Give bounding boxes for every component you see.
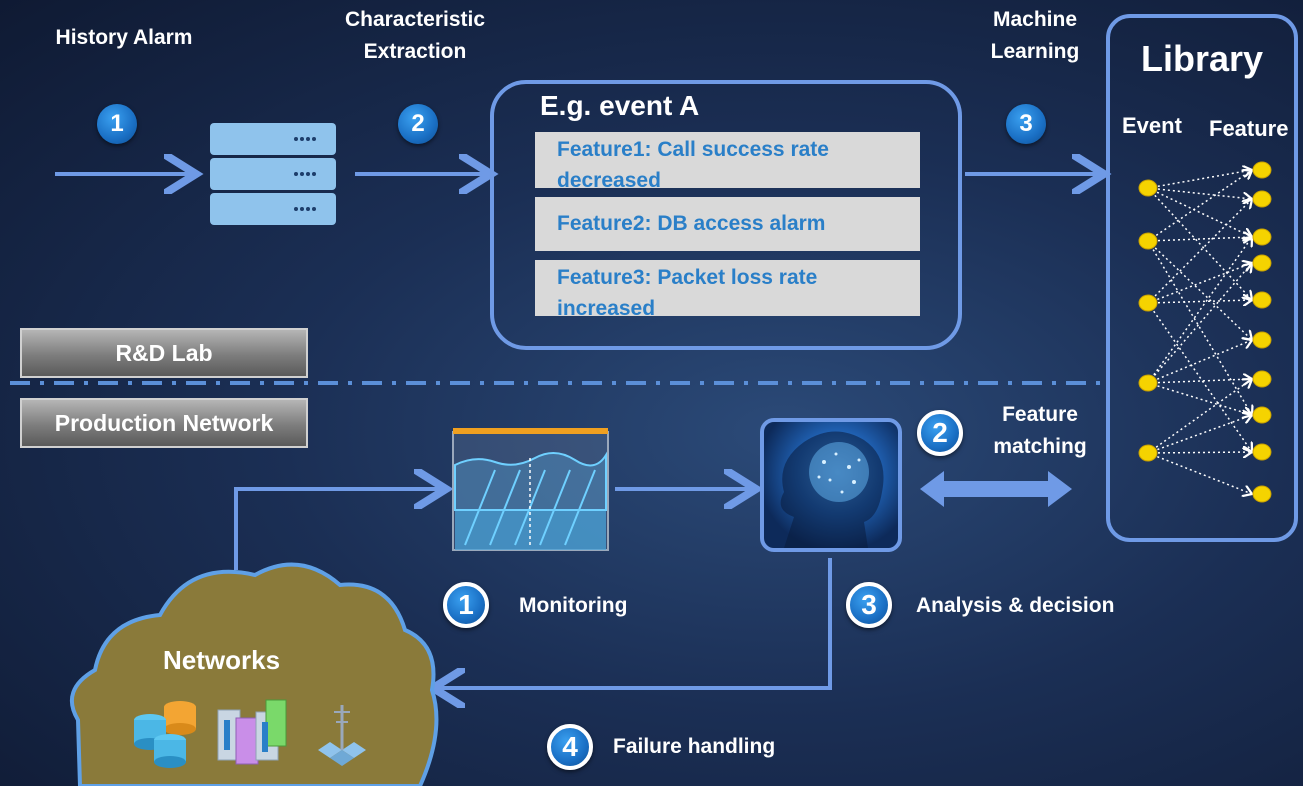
feature-item-3: Feature3: Packet loss rate increased bbox=[535, 260, 920, 316]
brain-head-icon bbox=[760, 418, 902, 552]
library-feature-header: Feature bbox=[1209, 116, 1289, 141]
event-node bbox=[1138, 374, 1158, 392]
feature-node bbox=[1252, 485, 1272, 503]
monitor-tank-icon bbox=[452, 428, 609, 551]
event-node bbox=[1138, 294, 1158, 312]
double-arrow-feature-matching bbox=[920, 471, 1072, 507]
step-badge-2: 2 bbox=[398, 104, 438, 144]
feature-matching-badge: 2 bbox=[917, 410, 963, 456]
feature-node bbox=[1252, 291, 1272, 309]
library-edges bbox=[1147, 170, 1252, 494]
feature-item-2: Feature2: DB access alarm bbox=[535, 197, 920, 251]
feature-node bbox=[1252, 190, 1272, 208]
analysis-badge: 3 bbox=[846, 582, 892, 628]
library-event-nodes bbox=[1138, 179, 1158, 462]
analysis-label: Analysis & decision bbox=[916, 594, 1115, 617]
machine-learning-label: Machine Learning bbox=[990, 8, 1080, 63]
production-network-label: Production Network bbox=[20, 398, 308, 448]
event-node bbox=[1138, 232, 1158, 250]
monitoring-badge: 1 bbox=[443, 582, 489, 628]
feature-node bbox=[1252, 161, 1272, 179]
rd-lab-label: R&D Lab bbox=[20, 328, 308, 378]
history-alarm-label: History Alarm bbox=[55, 26, 193, 49]
event-title: E.g. event A bbox=[540, 90, 700, 121]
antenna-icon bbox=[318, 705, 366, 766]
feature-node bbox=[1252, 331, 1272, 349]
library-title: Library bbox=[1140, 38, 1264, 79]
server-icon bbox=[210, 123, 336, 225]
characteristic-extraction-label: Characteristic Extraction bbox=[344, 8, 486, 63]
event-box bbox=[490, 80, 962, 350]
monitoring-label: Monitoring bbox=[519, 594, 628, 617]
step-badge-3: 3 bbox=[1006, 104, 1046, 144]
arrow-brain-to-network bbox=[437, 558, 832, 688]
failure-label: Failure handling bbox=[613, 735, 776, 758]
feature-node bbox=[1252, 370, 1272, 388]
feature-node bbox=[1252, 406, 1272, 424]
library-feature-nodes bbox=[1252, 161, 1272, 503]
arrow-network-to-monitor bbox=[234, 489, 442, 570]
feature-node bbox=[1252, 254, 1272, 272]
feature-node bbox=[1252, 443, 1272, 461]
networks-label: Networks bbox=[163, 645, 281, 675]
library-box bbox=[1106, 14, 1298, 542]
database-icon bbox=[134, 701, 196, 768]
feature-matching-label: Feature matching bbox=[993, 403, 1087, 458]
event-node bbox=[1138, 444, 1158, 462]
event-node bbox=[1138, 179, 1158, 197]
library-event-header: Event bbox=[1122, 113, 1182, 138]
feature-node bbox=[1252, 228, 1272, 246]
step-badge-1: 1 bbox=[97, 104, 137, 144]
server-rack-icon bbox=[217, 699, 287, 765]
failure-badge: 4 bbox=[547, 724, 593, 770]
feature-item-1: Feature1: Call success rate decreased bbox=[535, 132, 920, 188]
